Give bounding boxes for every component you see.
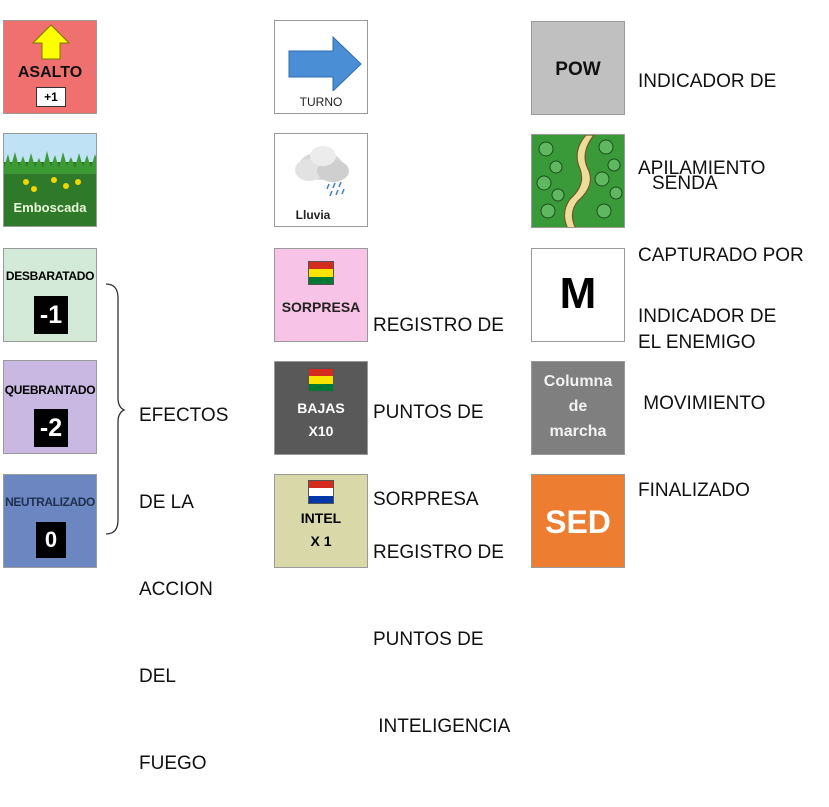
quebrantado-value: -2 [34, 409, 68, 447]
columna-label-3: marcha [549, 423, 607, 440]
rain-cloud-icon [295, 146, 349, 197]
turno-counter: TURNO [274, 20, 368, 114]
sed-counter: SED [531, 474, 625, 568]
turno-label: TURNO [299, 95, 343, 109]
bolivia-flag-icon [308, 368, 334, 392]
bajas-label: BAJAS [297, 400, 345, 416]
pow-counter: POW [531, 21, 625, 115]
lluvia-label: Lluvia [295, 208, 331, 222]
asalto-value: +1 [36, 87, 66, 107]
bajas-value: X10 [308, 423, 334, 439]
intel-label: INTEL [300, 510, 342, 526]
sorpresa-label: SORPRESA [281, 299, 361, 315]
quebrantado-counter: QUEBRANTADO -2 [3, 360, 97, 454]
pow-caption: INDICADOR DE APILAMIENTO CAPTURADO POR E… [638, 71, 804, 353]
quebrantado-label: QUEBRANTADO [4, 383, 96, 397]
desbaratado-label: DESBARATADO [5, 269, 95, 283]
path-icon [532, 135, 624, 227]
desbaratado-counter: DESBARATADO -1 [3, 248, 97, 342]
neutralizado-value: 0 [36, 522, 66, 558]
sorpresa-caption: REGISTRO DE PUNTOS DE SORPRESA [373, 315, 504, 510]
neutralizado-counter: NEUTRALIZADO 0 [3, 474, 97, 568]
asalto-counter: ASALTO +1 [3, 20, 97, 114]
paraguay-flag-icon [308, 480, 334, 504]
meadow-icon [4, 134, 96, 226]
senda-counter [531, 134, 625, 228]
inteligencia-caption: REGISTRO DE PUNTOS DE INTELIGENCIA [373, 542, 511, 737]
arrow-right-icon [288, 35, 362, 91]
sed-label: SED [545, 504, 611, 540]
desbaratado-value: -1 [34, 296, 68, 334]
bracket-icon [105, 283, 126, 535]
columna-label-2: de [568, 398, 588, 415]
columna-counter: Columna de marcha [531, 361, 625, 455]
bolivia-flag-icon [308, 261, 334, 285]
asalto-label: ASALTO [17, 64, 83, 81]
efectos-caption: EFECTOS DE LA ACCION DEL FUEGO [139, 405, 229, 774]
lluvia-counter: Lluvia [274, 133, 368, 227]
movimiento-caption: INDICADOR DE MOVIMIENTO FINALIZADO [638, 306, 777, 501]
intel-counter: INTEL X 1 [274, 474, 368, 568]
pow-label: POW [555, 59, 601, 80]
arrow-up-icon [31, 24, 71, 60]
intel-value: X 1 [310, 533, 332, 549]
movimiento-counter: M [531, 248, 625, 342]
sorpresa-counter: SORPRESA [274, 248, 368, 342]
emboscada-counter: Emboscada [3, 133, 97, 227]
emboscada-label: Emboscada [13, 200, 87, 215]
senda-caption: SENDA [652, 173, 718, 194]
neutralizado-label: NEUTRALIZADO [5, 495, 95, 509]
movimiento-label: M [559, 269, 597, 318]
columna-label-1: Columna [543, 373, 613, 390]
bajas-counter: BAJAS X10 [274, 361, 368, 455]
